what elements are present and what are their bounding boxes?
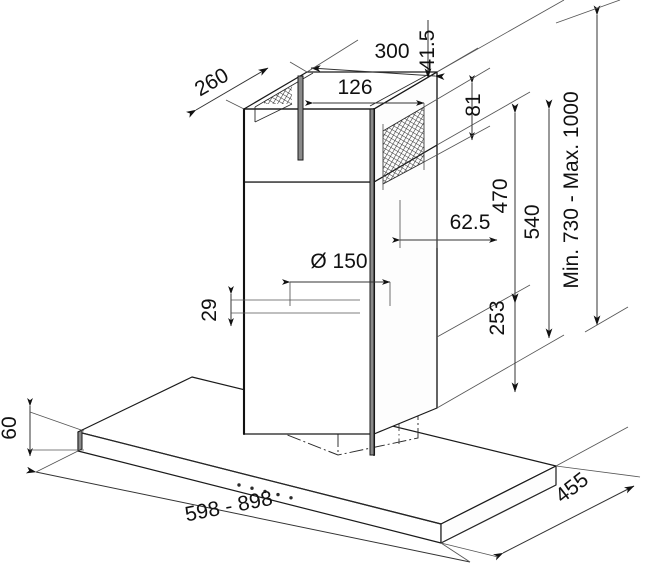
dim-60: 60 — [0, 416, 21, 439]
dim-126: 126 — [337, 76, 372, 99]
grille-right-mesh — [383, 107, 424, 184]
control-dot[interactable] — [263, 489, 267, 494]
dim-81-group — [423, 67, 491, 163]
dim-300: 300 — [374, 40, 409, 63]
chimney-lower-front-face — [243, 181, 375, 435]
dim-470: 470 — [489, 178, 512, 213]
chimney-upper-front-face — [243, 108, 375, 183]
chimney-lower-right-face — [373, 144, 438, 435]
dim-540: 540 — [521, 204, 544, 239]
dim-540-group — [436, 0, 565, 409]
control-panel-dots[interactable] — [237, 483, 293, 500]
dim-d150: Ø 150 — [310, 250, 367, 273]
dim-d150-group — [282, 279, 391, 306]
dim-598-898: 598 - 898 — [183, 487, 275, 527]
dim-598-898-group — [25, 450, 471, 563]
dim-minmax: Min. 730 - Max. 1000 — [560, 91, 583, 288]
dim-300-group — [306, 39, 445, 81]
control-dot[interactable] — [276, 492, 280, 497]
dim-455: 455 — [551, 468, 593, 508]
control-dot[interactable] — [237, 483, 241, 487]
dim-29-group — [228, 286, 360, 327]
dim-41-5: 41.5 — [416, 30, 439, 71]
dim-260-group — [185, 61, 308, 118]
grille-back-mesh — [264, 86, 292, 104]
chimney-inner-slope — [254, 103, 293, 123]
dim-minmax-group — [555, 0, 629, 467]
control-dot[interactable] — [250, 486, 254, 490]
chimney-lower — [243, 144, 438, 435]
control-dot[interactable] — [289, 496, 293, 500]
dim-455-group — [440, 465, 641, 561]
dim-81: 81 — [462, 93, 485, 116]
dim-253: 253 — [486, 300, 509, 335]
chimney-inner-back-edge — [297, 75, 304, 161]
dim-60-group — [27, 398, 85, 457]
dim-260: 260 — [191, 64, 233, 101]
dim-126-group — [305, 100, 425, 190]
canopy-front-edge-line — [81, 432, 441, 525]
canopy-left-edge-band — [77, 429, 83, 452]
chimney-upper — [243, 71, 438, 185]
dim-29: 29 — [198, 298, 221, 321]
dim-62-5: 62.5 — [450, 211, 491, 234]
dim-62-5-group — [392, 200, 498, 248]
